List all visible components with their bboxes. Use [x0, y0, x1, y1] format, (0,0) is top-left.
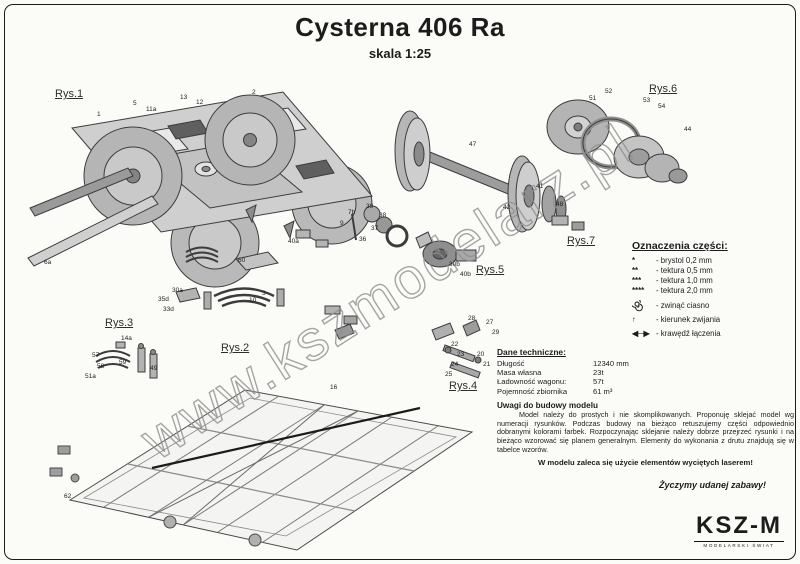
- rys7-wheelset-drawing: [394, 110, 585, 233]
- legend-item-text: - tektura 2,0 mm: [656, 286, 713, 295]
- tech-value: 57t: [593, 377, 604, 387]
- legend-item-text: - kierunek zwijania: [656, 315, 721, 324]
- legend-item-text: - tektura 0,5 mm: [656, 266, 713, 275]
- page-title: Cysterna 406 Ra: [295, 12, 505, 42]
- legend-item: ↑ - kierunek zwijania: [632, 315, 792, 325]
- winding-direction-icon: ↑: [632, 315, 636, 324]
- rail-strip-parts-drawing: [27, 167, 159, 267]
- legend-item-text: - tektura 1,0 mm: [656, 276, 713, 285]
- legend-item: *** - tektura 1,0 mm: [632, 276, 792, 286]
- tech-label: Ładowność wagonu:: [497, 377, 567, 387]
- legend-title: Oznaczenia części:: [632, 240, 728, 252]
- spiral-icon: [632, 299, 656, 312]
- technical-data: Dane techniczne: Długość 12340 mm Masa w…: [497, 347, 657, 396]
- figure-label-rys6: Rys.6: [649, 83, 678, 95]
- figure-label-rys3: Rys.3: [105, 317, 134, 329]
- tech-label: Pojemność zbiornika: [497, 386, 568, 396]
- rys1-bogie-drawing: [71, 91, 373, 288]
- tech-row: Długość 12340 mm: [497, 359, 657, 368]
- figure-label-rys1: Rys.1: [55, 88, 84, 100]
- thickness-symbol: *: [632, 256, 636, 265]
- rys5-brake-cylinder-drawing: [295, 205, 477, 268]
- publisher-logo: KSZ-M MODELARSKI ŚWIAT: [694, 512, 784, 548]
- legend-item: ◀─▶ - krawędź łączenia: [632, 329, 792, 339]
- tech-label: Masa własna: [497, 368, 542, 378]
- legend-item: * - brystol 0,2 mm: [632, 256, 792, 266]
- figure-label-rys7: Rys.7: [567, 235, 596, 247]
- legend-item-text: - zwinąć ciasno: [656, 300, 710, 310]
- rys2-underframe-drawing: [49, 389, 474, 551]
- tech-value: 12340 mm: [593, 359, 629, 368]
- rys3-spring-parts-drawing: [95, 341, 158, 379]
- tech-label: Długość: [497, 359, 525, 368]
- legend-item-text: - krawędź łączenia: [656, 328, 721, 338]
- closing-wish: Życzymy udanej zabawy!: [658, 479, 766, 490]
- figure-label-rys4: Rys.4: [449, 380, 478, 392]
- build-notes-title: Uwagi do budowy modelu: [497, 401, 598, 410]
- header: Cysterna 406 Ra skala 1:25: [0, 12, 800, 61]
- tech-row: Ładowność wagonu: 57t: [497, 377, 657, 386]
- center-suspension-drawing: [175, 251, 285, 310]
- rys4-brake-lever-drawing: [431, 319, 482, 379]
- scale-subtitle: skala 1:25: [368, 46, 432, 61]
- tech-row: Masa własna 23t: [497, 368, 657, 377]
- thickness-symbol: ***: [632, 276, 642, 285]
- joining-edge-icon: ◀─▶: [632, 328, 650, 338]
- thickness-symbol: **: [632, 266, 639, 275]
- tech-value: 61 m³: [593, 386, 613, 396]
- legend-item: - zwinąć ciasno: [632, 299, 792, 312]
- figure-label-rys5: Rys.5: [476, 264, 505, 276]
- technical-data-title: Dane techniczne:: [497, 347, 566, 357]
- legend-item: ** - tektura 0,5 mm: [632, 266, 792, 276]
- upper-bracket-parts-drawing: [324, 305, 358, 340]
- legend-item-text: - brystol 0,2 mm: [656, 256, 712, 265]
- tech-row: Pojemność zbiornika 61 m³: [497, 387, 657, 396]
- figure-label-rys2: Rys.2: [221, 342, 250, 354]
- rys6-pulley-drawing: [546, 99, 688, 184]
- legend-item: **** - tektura 2,0 mm: [632, 286, 792, 296]
- laser-cut-note: W modelu zaleca się użycie elementów wyc…: [538, 457, 753, 467]
- build-notes-body: Model należy do prostych i nie skompliko…: [497, 410, 794, 454]
- publisher-logo-text: KSZ-M: [694, 512, 784, 542]
- build-notes: Uwagi do budowy modelu Model należy do p…: [497, 401, 794, 490]
- parts-legend: Oznaczenia części: * - brystol 0,2 mm **…: [632, 240, 792, 339]
- thickness-symbol: ****: [632, 286, 645, 295]
- publisher-logo-subtext: MODELARSKI ŚWIAT: [703, 543, 775, 548]
- tech-value: 23t: [593, 368, 604, 378]
